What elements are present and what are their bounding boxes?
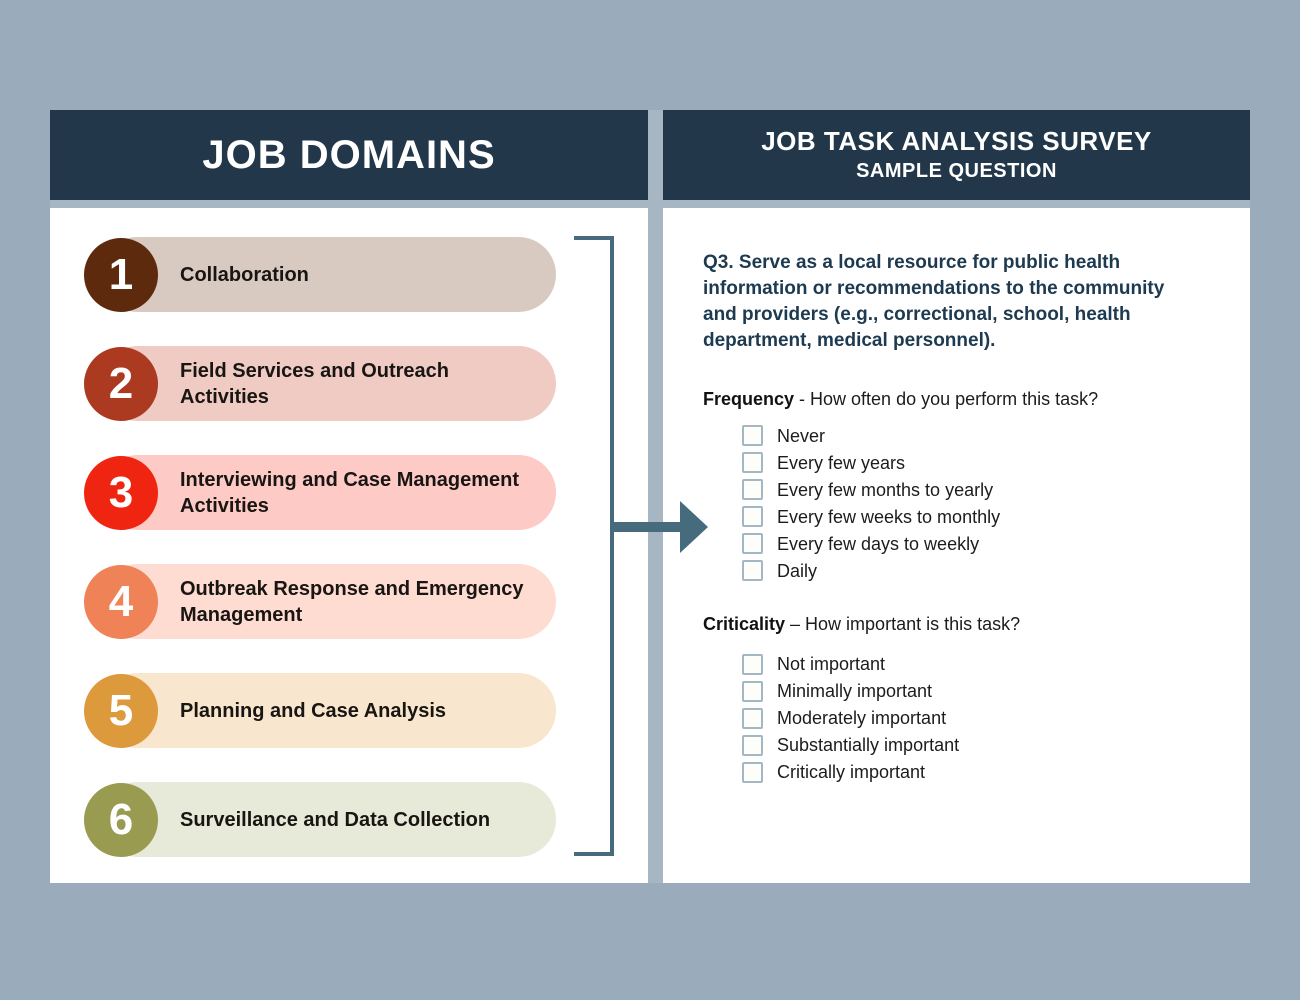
checkbox[interactable] <box>742 533 763 555</box>
right-header-gap <box>663 200 1250 208</box>
survey-header: JOB TASK ANALYSIS SURVEY SAMPLE QUESTION <box>663 110 1250 200</box>
domain-number-badge: 2 <box>84 346 158 421</box>
frequency-label: Frequency <box>703 389 795 410</box>
frequency-prompt: - How often do you perform this task? <box>794 389 1099 410</box>
frequency-option-row: Never <box>742 422 1215 449</box>
survey-question: Q3. Serve as a local resource for public… <box>703 252 1165 352</box>
arrow-head <box>680 501 708 553</box>
domain-pill <box>100 346 556 421</box>
job-domains-title: JOB DOMAINS <box>202 133 496 177</box>
survey-subtitle: SAMPLE QUESTION <box>856 160 1057 183</box>
criticality-option-row: Substantially important <box>742 732 1215 759</box>
domain-item: 4 Outbreak Response and Emergency Manage… <box>84 564 556 639</box>
option-label: Critically important <box>777 762 926 783</box>
connector-arrow-icon <box>574 236 708 856</box>
checkbox[interactable] <box>742 707 763 729</box>
option-label: Minimally important <box>777 681 933 702</box>
checkbox[interactable] <box>742 425 763 447</box>
criticality-option-row: Minimally important <box>742 678 1215 705</box>
frequency-option-row: Every few years <box>742 449 1215 476</box>
criticality-option-row: Moderately important <box>742 705 1215 732</box>
domain-number-badge: 4 <box>84 564 158 639</box>
job-domains-header: JOB DOMAINS <box>50 110 648 200</box>
criticality-option-row: Not important <box>742 651 1215 678</box>
domain-list: 1 Collaboration 2 Field Services and Out… <box>50 208 648 857</box>
domain-item: 3 Interviewing and Case Management Activ… <box>84 455 556 530</box>
option-label: Every few years <box>777 452 906 473</box>
domain-number-badge: 5 <box>84 673 158 748</box>
frequency-section-head: Frequency - How often do you perform thi… <box>703 388 1215 411</box>
checkbox[interactable] <box>742 734 763 756</box>
domain-label: Field Services and Outreach Activities <box>180 359 449 408</box>
domain-pill <box>100 237 556 312</box>
bracket-line <box>574 236 614 856</box>
checkbox[interactable] <box>742 761 763 783</box>
option-label: Every few months to yearly <box>777 479 994 500</box>
option-label: Every few days to weekly <box>777 533 980 554</box>
option-label: Not important <box>777 654 886 675</box>
domain-item: 2 Field Services and Outreach Activities <box>84 346 556 421</box>
checkbox[interactable] <box>742 479 763 501</box>
domain-number-badge: 3 <box>84 455 158 530</box>
criticality-option-row: Critically important <box>742 759 1215 786</box>
option-label: Daily <box>777 560 818 581</box>
domain-pill <box>100 564 556 639</box>
criticality-prompt: – How important is this task? <box>785 614 1021 635</box>
option-label: Moderately important <box>777 708 947 729</box>
criticality-section-head: Criticality – How important is this task… <box>703 613 1215 636</box>
checkbox[interactable] <box>742 560 763 582</box>
survey-panel: Q3. Serve as a local resource for public… <box>663 208 1250 883</box>
checkbox[interactable] <box>742 452 763 474</box>
job-domains-panel: 1 Collaboration 2 Field Services and Out… <box>50 208 648 883</box>
criticality-label: Criticality <box>703 614 786 635</box>
checkbox[interactable] <box>742 653 763 675</box>
frequency-option-row: Daily <box>742 557 1215 584</box>
option-label: Never <box>777 425 826 446</box>
checkbox[interactable] <box>742 680 763 702</box>
frequency-options: Never Every few years Every few months t… <box>703 422 1215 584</box>
domain-label: Surveillance and Data Collection <box>180 808 491 831</box>
domain-item: 5 Planning and Case Analysis <box>84 673 556 748</box>
frequency-option-row: Every few months to yearly <box>742 476 1215 503</box>
domain-label: Collaboration <box>180 263 309 286</box>
domain-item: 1 Collaboration <box>84 237 556 312</box>
domain-label: Outbreak Response and Emergency Manageme… <box>180 577 524 626</box>
panel-gap-vertical <box>648 110 663 883</box>
domain-number-badge: 1 <box>84 237 158 312</box>
domain-number-badge: 6 <box>84 782 158 857</box>
survey-title: JOB TASK ANALYSIS SURVEY <box>761 125 1152 156</box>
left-header-gap <box>50 200 648 208</box>
domain-label: Interviewing and Case Management Activit… <box>180 468 519 517</box>
domain-pill <box>100 455 556 530</box>
domain-pill <box>100 782 556 857</box>
checkbox[interactable] <box>742 506 763 528</box>
frequency-option-row: Every few days to weekly <box>742 530 1215 557</box>
option-label: Every few weeks to monthly <box>777 506 1001 527</box>
domain-pill <box>100 673 556 748</box>
option-label: Substantially important <box>777 735 960 756</box>
domain-item: 6 Surveillance and Data Collection <box>84 782 556 857</box>
domain-label: Planning and Case Analysis <box>180 699 447 722</box>
criticality-options: Not important Minimally important Modera… <box>703 651 1215 786</box>
frequency-option-row: Every few weeks to monthly <box>742 503 1215 530</box>
